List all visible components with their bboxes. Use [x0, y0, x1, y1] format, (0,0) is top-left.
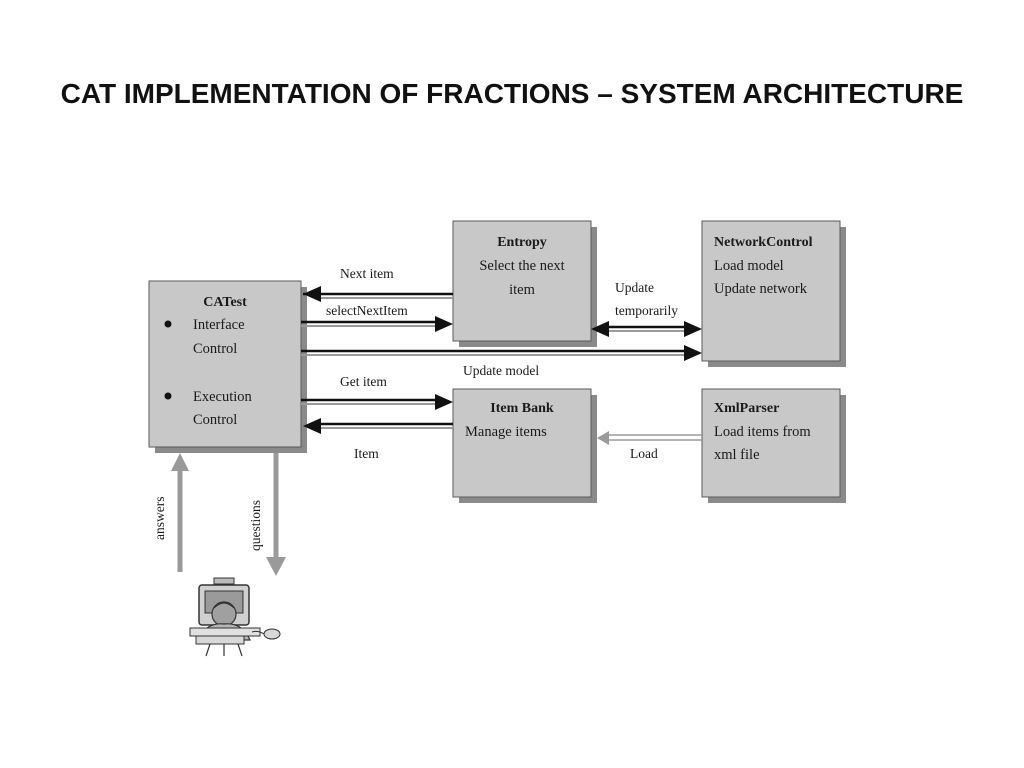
item-bank-line1: Manage items — [465, 424, 547, 440]
catest-item1-line1: Interface — [193, 317, 245, 333]
entropy-line2: item — [509, 282, 535, 298]
entropy-title: Entropy — [497, 235, 547, 250]
entropy-box: Entropy Select the next item — [452, 220, 597, 347]
catest-title: CATest — [203, 295, 247, 310]
xml-parser-title: XmlParser — [714, 401, 779, 416]
network-control-box: NetworkControl Load model Update network — [701, 220, 846, 367]
arrow-update-temporarily — [591, 321, 702, 337]
label-update-temporarily-2: temporarily — [615, 303, 678, 318]
catest-item2-line2: Control — [193, 412, 237, 428]
catest-item2-line1: Execution — [193, 389, 253, 405]
xml-parser-line1: Load items from — [714, 424, 811, 440]
arrow-update-model — [301, 345, 702, 361]
label-next-item: Next item — [340, 266, 394, 281]
arrow-questions — [266, 453, 286, 576]
arrow-item — [303, 418, 453, 434]
bullet-icon — [164, 392, 172, 400]
item-bank-title: Item Bank — [490, 401, 554, 416]
network-control-line1: Load model — [714, 258, 784, 274]
bullet-icon — [164, 320, 172, 328]
label-item: Item — [354, 446, 379, 461]
arrow-next-item — [303, 286, 453, 302]
label-update-model: Update model — [463, 363, 539, 378]
item-bank-box: Item Bank Manage items — [452, 388, 597, 503]
label-select-next-item: selectNextItem — [326, 303, 408, 318]
entropy-line1: Select the next — [479, 258, 564, 274]
label-questions: questions — [248, 500, 263, 551]
xml-parser-line2: xml file — [714, 447, 760, 463]
catest-box: CATest Interface Control Execution Contr… — [148, 280, 307, 453]
label-load: Load — [630, 446, 658, 461]
arrow-load — [597, 431, 702, 445]
label-answers: answers — [152, 497, 167, 541]
network-control-line2: Update network — [714, 281, 808, 297]
label-update-temporarily-1: Update — [615, 280, 654, 295]
label-get-item: Get item — [340, 374, 387, 389]
arrow-select-next-item — [301, 316, 453, 332]
slide-title: CAT IMPLEMENTATION OF FRACTIONS – SYSTEM… — [60, 78, 964, 109]
xml-parser-box: XmlParser Load items from xml file — [701, 388, 846, 503]
network-control-title: NetworkControl — [714, 235, 813, 250]
arrow-answers — [171, 453, 189, 572]
catest-item1-line2: Control — [193, 341, 237, 357]
arrow-get-item — [301, 394, 453, 410]
person-at-computer-icon — [189, 577, 281, 657]
